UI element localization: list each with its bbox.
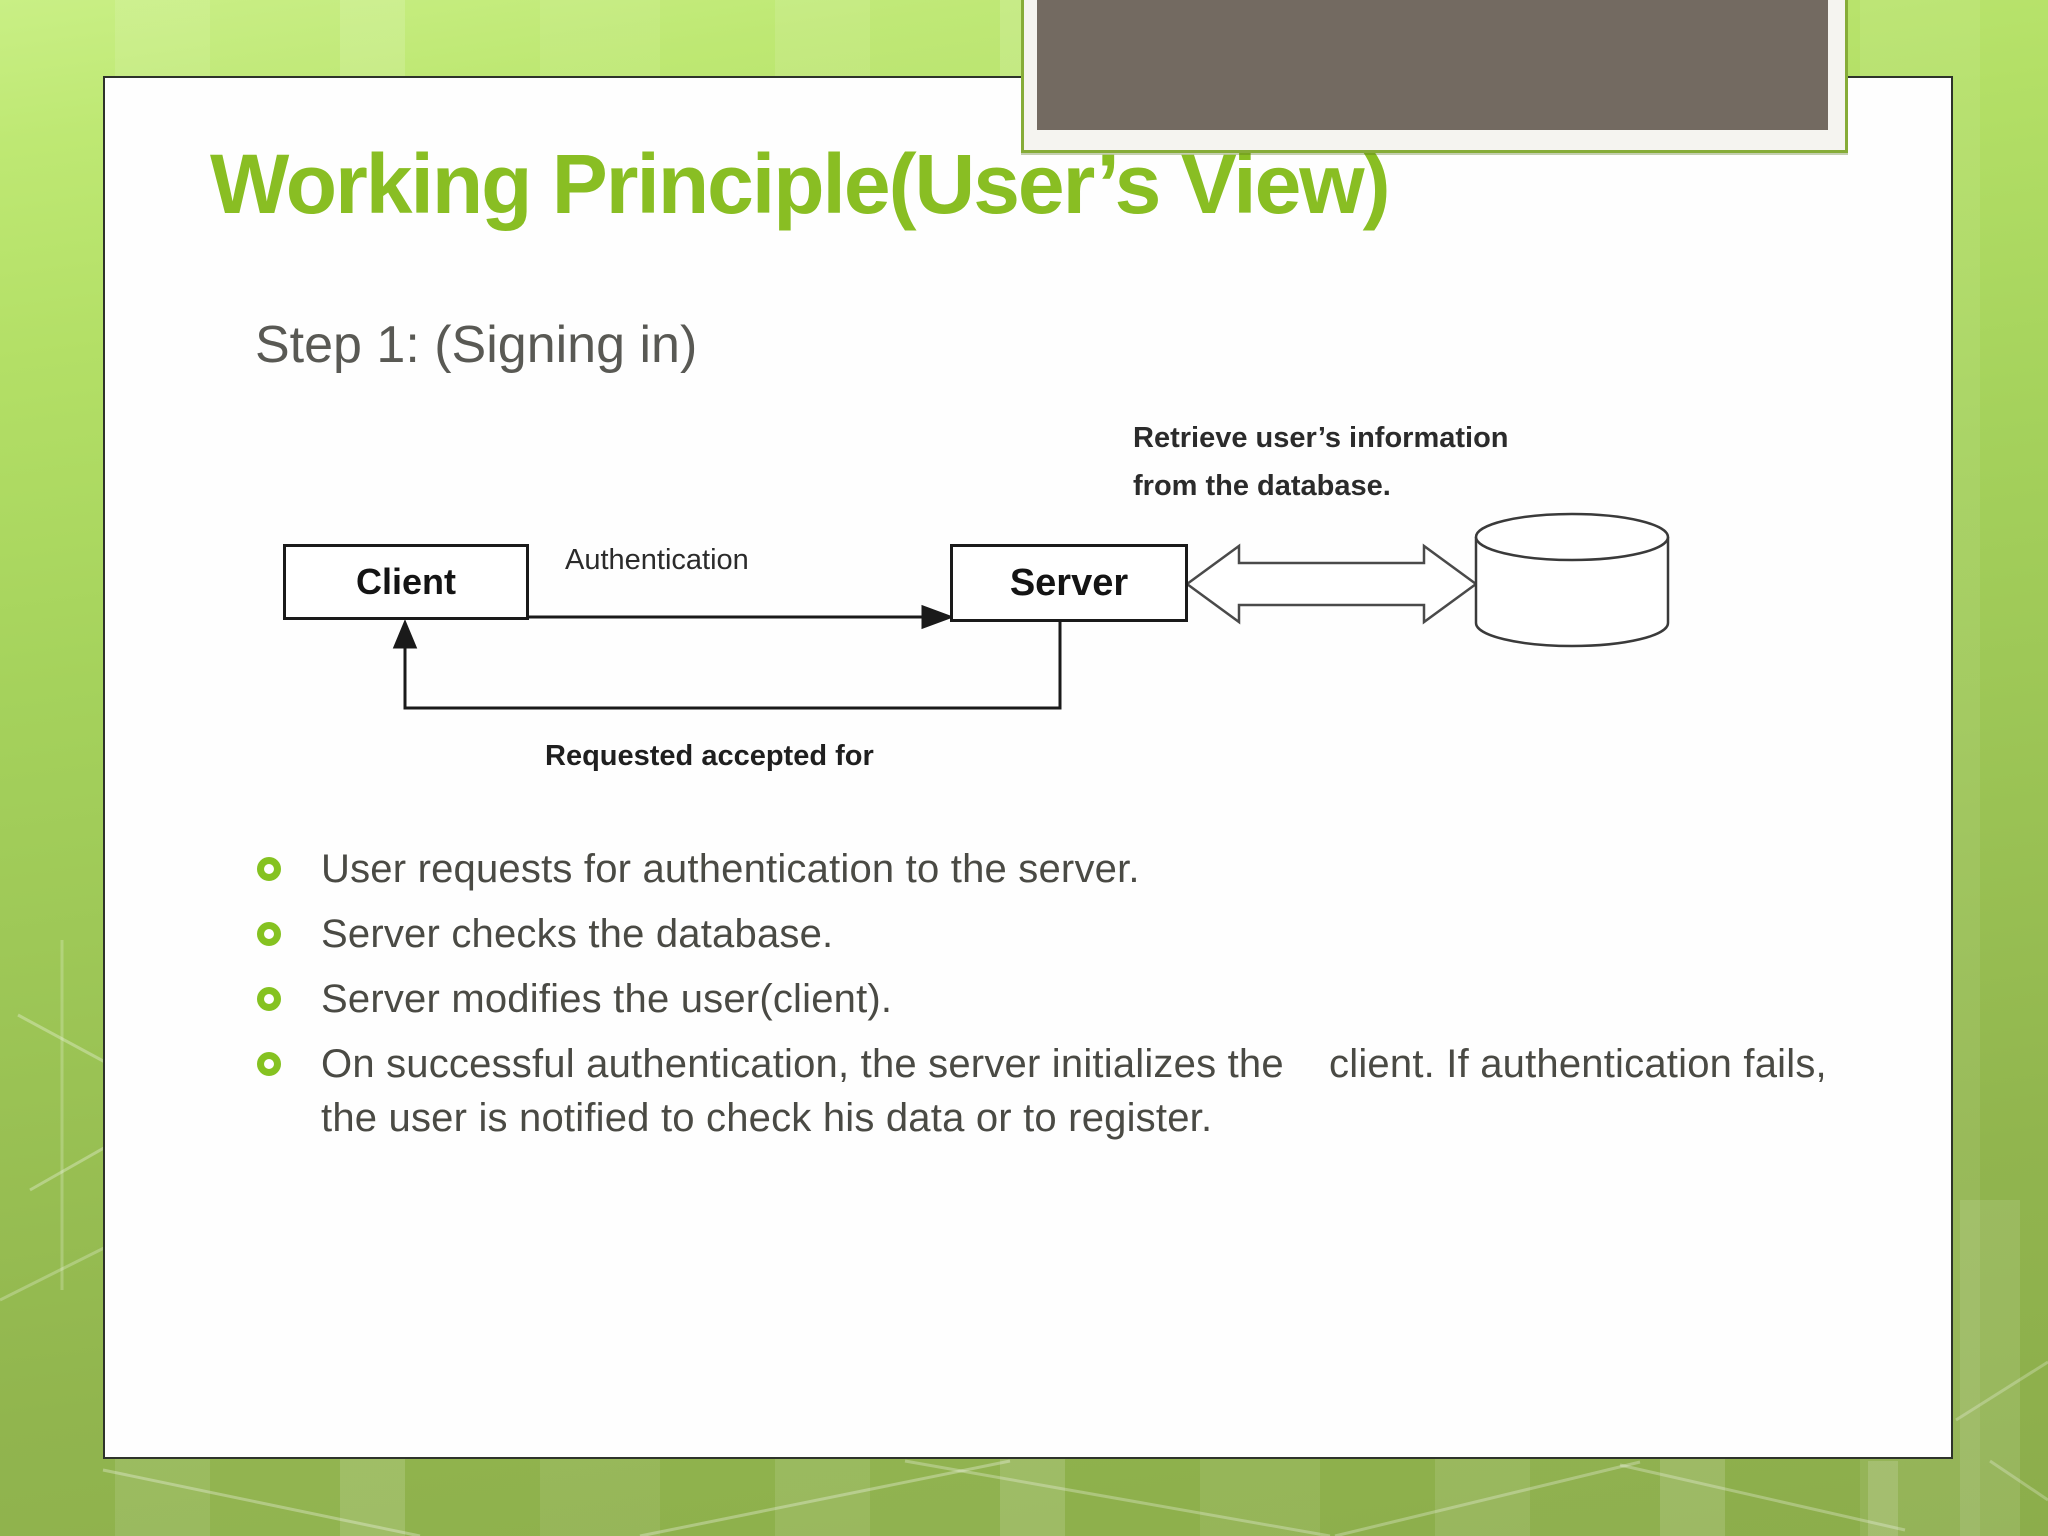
- flow-arrow: [526, 604, 955, 630]
- slide-content-area: Working Principle(User’s View) Step 1: (…: [103, 76, 1953, 1459]
- request-accepted-label: Requested accepted for: [545, 740, 874, 772]
- bullet-text: User requests for authentication to the …: [321, 847, 1140, 891]
- retrieve-info-label-line1: Retrieve user’s information: [1133, 422, 1509, 454]
- bullet-item: Server modifies the user(client).: [257, 972, 1857, 1026]
- slide-subtitle: Step 1: (Signing in): [255, 316, 698, 374]
- bullet-item: On successful authentication, the server…: [257, 1037, 1857, 1145]
- bullet-text: Server modifies the user(client).: [321, 977, 893, 1021]
- diagram-shapes: [392, 512, 1670, 710]
- sync-arrow-icon: [1184, 543, 1479, 625]
- return-arrow: [392, 619, 1062, 710]
- photo-placeholder: [1037, 0, 1828, 130]
- bullet-text: On successful authentication, the server…: [321, 1042, 1839, 1140]
- bullet-list: User requests for authentication to the …: [257, 842, 1857, 1156]
- server-node: Server: [950, 544, 1188, 622]
- authentication-label: Authentication: [565, 544, 749, 576]
- photo-frame: [1021, 0, 1848, 153]
- bullet-icon: [257, 1052, 281, 1076]
- bullet-icon: [257, 922, 281, 946]
- bullet-text: Server checks the database.: [321, 912, 834, 956]
- client-node-label: Client: [355, 561, 456, 602]
- retrieve-info-label-line2: from the database.: [1133, 470, 1391, 502]
- server-node-label: Server: [1009, 561, 1129, 604]
- client-node: Client: [283, 544, 529, 620]
- bullet-item: Server checks the database.: [257, 907, 1857, 961]
- database-cylinder-icon: [1474, 512, 1670, 648]
- bullet-item: User requests for authentication to the …: [257, 842, 1857, 896]
- bullet-icon: [257, 857, 281, 881]
- bullet-icon: [257, 987, 281, 1011]
